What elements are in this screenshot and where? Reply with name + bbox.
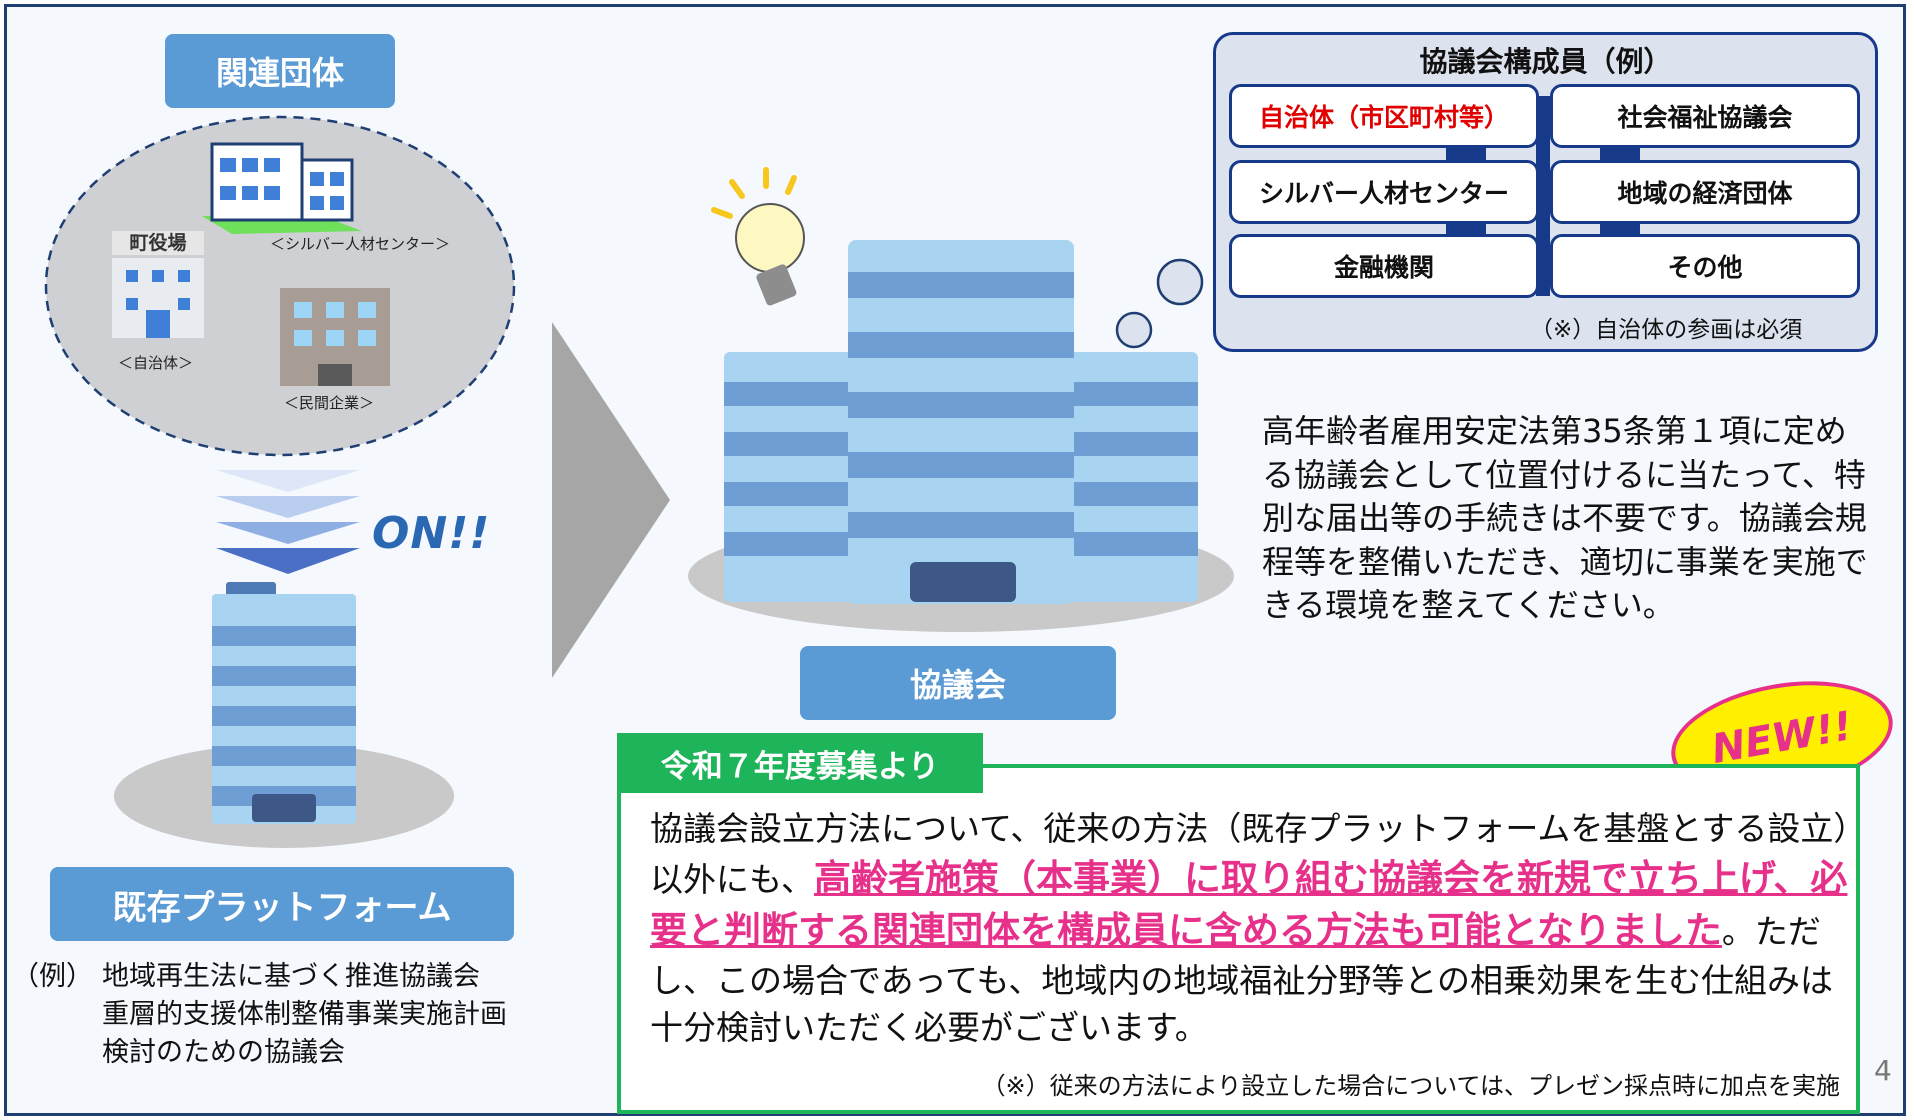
member-other: その他: [1550, 234, 1860, 298]
reiwa-body: 協議会設立方法について、従来の方法（既存プラットフォームを基盤とする設立）以外に…: [650, 806, 1850, 1052]
members-connector: [1446, 222, 1486, 236]
members-connector: [1536, 96, 1550, 296]
member-silver-center: シルバー人材センター: [1229, 160, 1539, 224]
private-company-building-icon: [280, 288, 390, 386]
member-label: シルバー人材センター: [1258, 179, 1509, 208]
member-municipality: 自治体（市区町村等）: [1229, 84, 1539, 148]
member-label: 社会福祉協議会: [1617, 103, 1793, 132]
members-note: （※）自治体の参画は必須: [1530, 317, 1803, 343]
member-social-welfare-council: 社会福祉協議会: [1550, 84, 1860, 148]
existing-platform-label: 既存プラットフォーム: [50, 867, 514, 941]
member-label: 地域の経済団体: [1617, 179, 1793, 208]
members-connector: [1446, 148, 1486, 162]
city-hall-building-icon: [112, 258, 204, 338]
reiwa-text-before: 協議会設立方法について、従来の方法（既存プラットフォームを基盤とする設立）以外に…: [650, 809, 1850, 899]
reiwa-text-highlight: 高齢者施策（本事業）に取り組む協議会を新規で立ち上げ、必要と判断する関連団体を構…: [650, 856, 1848, 953]
reiwa-text-after: 。ただし、この場合であっても、地域内の地域福祉分野等との相乗効果を生む仕組みは十…: [650, 912, 1834, 1047]
silver-center-caption: ＜シルバー人材センター＞: [270, 235, 451, 253]
related-groups-cloud: [44, 115, 516, 457]
members-connector: [1600, 148, 1640, 162]
examples-prefix: （例）: [12, 961, 93, 992]
member-label: その他: [1667, 253, 1743, 282]
council-description: 高年齢者雇用安定法第35条第１項に定める協議会として位置付けるに当たって、特別な…: [1262, 412, 1868, 625]
council-building-icon: [688, 240, 1234, 632]
example-item: 地域再生法に基づく推進協議会: [102, 961, 480, 992]
member-label: 金融機関: [1333, 253, 1434, 282]
member-financial-institution: 金融機関: [1229, 234, 1539, 298]
light-bulb-icon: [711, 167, 805, 306]
right-arrow-icon: [552, 322, 670, 678]
council-label: 協議会: [800, 646, 1116, 720]
on-text: ON!!: [372, 508, 491, 559]
private-company-caption: ＜民間企業＞: [284, 394, 375, 412]
example-item: 重層的支援体制整備事業実施計画: [102, 998, 507, 1030]
reiwa-note: （※）従来の方法により設立した場合については、プレゼン採点時に加点を実施: [981, 1072, 1840, 1100]
page-number: 4: [1874, 1054, 1892, 1087]
thought-bubble-icon: [1115, 258, 1204, 349]
reiwa-box: [617, 764, 1860, 1114]
silver-center-building-icon: [202, 142, 362, 234]
reiwa-tab: 令和７年度募集より: [617, 733, 983, 793]
members-title: 協議会構成員（例）: [1419, 45, 1672, 78]
example-item: 検討のための協議会: [102, 1036, 345, 1068]
chevron-down-arrows-icon: [216, 470, 360, 574]
municipality-caption: ＜自治体＞: [118, 354, 194, 372]
city-hall-sign: 町役場: [112, 231, 204, 255]
existing-platform-building-icon: [114, 582, 454, 848]
related-groups-label: 関連団体: [165, 34, 395, 108]
new-badge-text: NEW!!: [1708, 703, 1856, 773]
members-connector: [1600, 222, 1640, 236]
member-economic-group: 地域の経済団体: [1550, 160, 1860, 224]
member-label: 自治体（市区町村等）: [1258, 103, 1509, 132]
existing-platform-examples: （例） 地域再生法に基づく推進協議会 重層的支援体制整備事業実施計画 検討のため…: [12, 958, 507, 1071]
